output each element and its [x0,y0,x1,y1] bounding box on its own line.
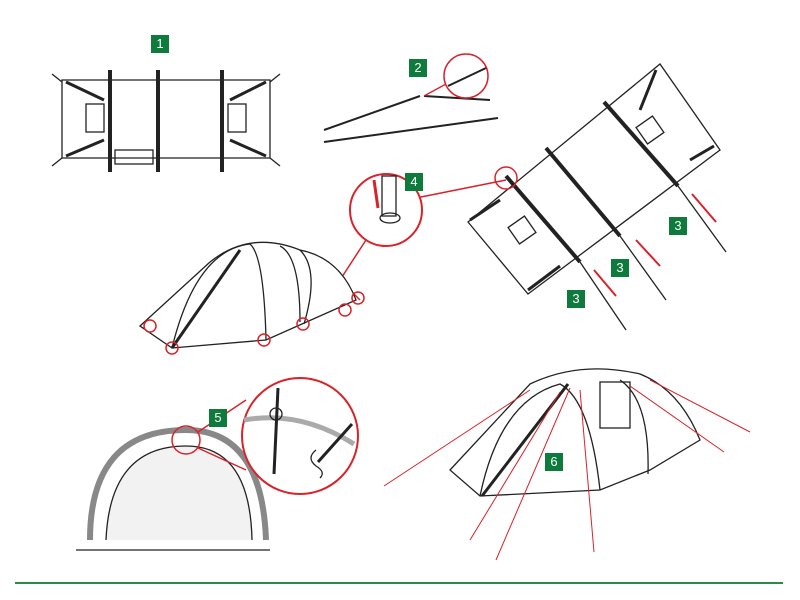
pin-detail [339,173,507,301]
footer-divider [15,582,783,584]
step-label-3: 3 [669,217,687,235]
tent-with-poles [467,63,727,331]
step-label-6: 6 [545,453,563,471]
pitched-tent [383,368,751,561]
step-label-5: 5 [209,409,227,427]
tent-layout-top-view [51,70,281,172]
step-label-2: 2 [409,59,427,77]
tent-side-view [138,241,365,355]
step-label-3: 3 [567,290,585,308]
step-label-1: 1 [151,35,169,53]
step-label-4: 4 [405,173,423,191]
step-label-3: 3 [611,259,629,277]
pole-assembly [323,53,499,143]
inner-tent-hook-detail [76,377,359,551]
